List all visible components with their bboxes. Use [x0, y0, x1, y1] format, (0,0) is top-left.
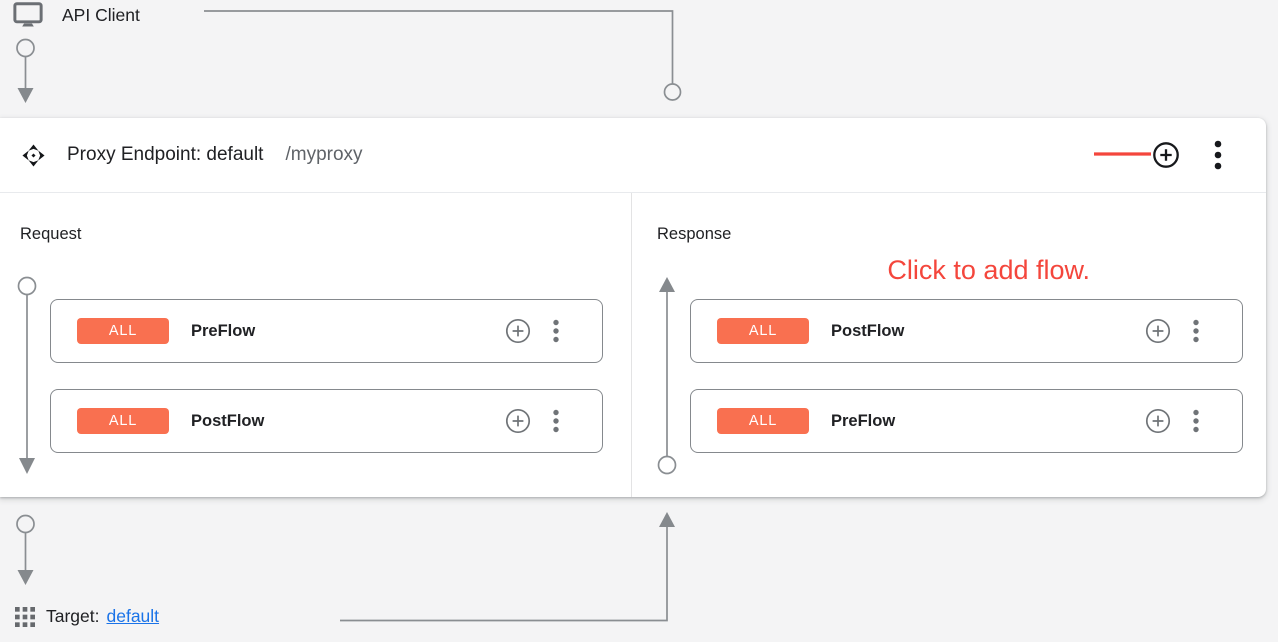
kebab-menu-icon	[1193, 409, 1199, 433]
flow-menu-button[interactable]	[1192, 317, 1200, 345]
endpoint-menu-button[interactable]	[1200, 137, 1236, 173]
add-policy-button[interactable]	[1144, 407, 1172, 435]
add-policy-button[interactable]	[1144, 317, 1172, 345]
add-policy-button[interactable]	[504, 407, 532, 435]
request-response-divider	[631, 193, 632, 497]
api-client-label: API Client	[62, 4, 140, 25]
target-to-response-connector	[340, 512, 675, 622]
condition-badge: ALL	[717, 408, 809, 434]
plus-circle-icon	[505, 408, 531, 434]
condition-badge: ALL	[77, 318, 169, 344]
kebab-menu-icon	[553, 409, 559, 433]
response-panel-title: Response	[657, 225, 732, 243]
flow-name: PostFlow	[831, 321, 905, 340]
add-flow-button[interactable]	[1148, 137, 1184, 173]
proxy-endpoint-path: /myproxy	[285, 144, 363, 165]
plus-circle-icon	[1145, 408, 1171, 434]
target-row: Target: default	[15, 606, 159, 627]
monitor-icon	[13, 2, 43, 27]
flow-name: PreFlow	[831, 411, 896, 430]
apps-grid-icon	[15, 606, 35, 627]
condition-badge: ALL	[77, 408, 169, 434]
api-client: API Client	[13, 2, 140, 28]
plus-circle-icon	[505, 318, 531, 344]
condition-badge: ALL	[717, 318, 809, 344]
target-default-link[interactable]: default	[106, 606, 160, 626]
request-preflow-card[interactable]: ALL PreFlow	[50, 299, 603, 363]
proxy-endpoint-header: Proxy Endpoint: default /myproxy Click t…	[0, 118, 1266, 285]
add-flow-annotation: Click to add flow.	[887, 255, 1090, 285]
flow-name: PreFlow	[191, 321, 256, 340]
response-postflow-card[interactable]: ALL PostFlow	[690, 299, 1243, 363]
api-client-to-endpoint-connector	[204, 10, 682, 101]
flow-menu-button[interactable]	[1192, 407, 1200, 435]
kebab-menu-icon	[1193, 319, 1199, 343]
proxy-endpoint-title: Proxy Endpoint: default	[67, 144, 264, 165]
flow-name: PostFlow	[191, 411, 265, 430]
request-postflow-card[interactable]: ALL PostFlow	[50, 389, 603, 453]
plus-circle-icon	[1153, 142, 1179, 168]
endpoint-to-target-connector	[16, 514, 35, 585]
plus-circle-icon	[1145, 318, 1171, 344]
kebab-menu-icon	[1214, 140, 1222, 170]
request-panel-title: Request	[20, 225, 82, 243]
flow-menu-button[interactable]	[552, 407, 560, 435]
target-label: Target:	[46, 606, 100, 626]
proxy-endpoint-card: Proxy Endpoint: default /myproxy Click t…	[0, 118, 1266, 497]
proxy-endpoint-icon	[22, 143, 45, 167]
flow-menu-button[interactable]	[552, 317, 560, 345]
header-divider	[0, 192, 1266, 193]
kebab-menu-icon	[553, 319, 559, 343]
client-down-connector	[16, 38, 35, 103]
add-policy-button[interactable]	[504, 317, 532, 345]
response-preflow-card[interactable]: ALL PreFlow	[690, 389, 1243, 453]
